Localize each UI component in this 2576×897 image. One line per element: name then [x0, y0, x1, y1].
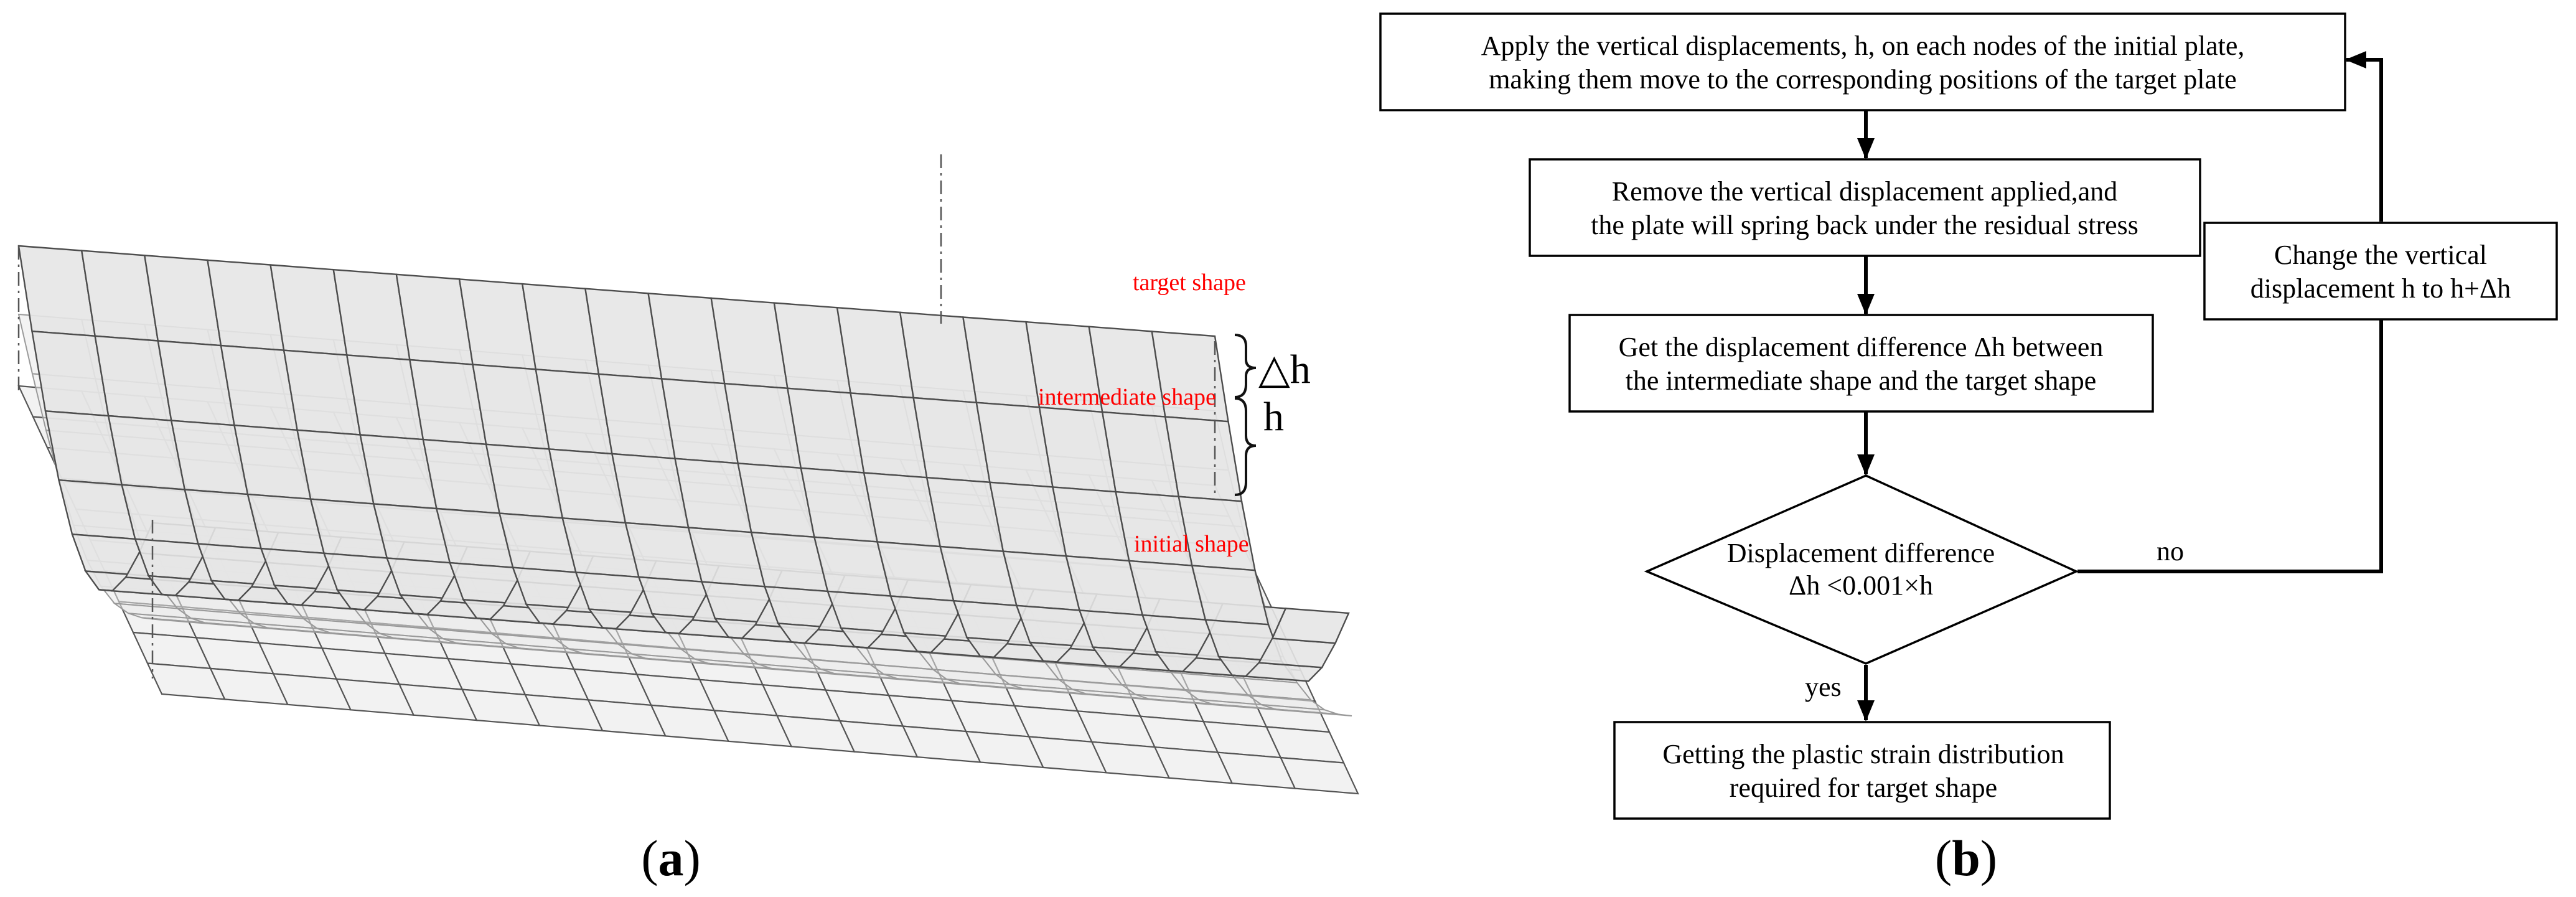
change-text-line-2: displacement h to h+Δh	[2250, 273, 2511, 304]
decision-diamond-frame	[1644, 474, 2079, 665]
result-text-line-2: required for target shape	[1730, 773, 1997, 803]
difference-text-line-1: Get the displacement difference Δh betwe…	[1619, 332, 2104, 362]
result-text-line-1: Getting the plastic strain distribution	[1662, 739, 2064, 769]
mesh-cell	[1271, 608, 1350, 644]
result-box-frame	[1613, 721, 2111, 820]
apply-text-line-2: making them move to the corresponding po…	[1489, 64, 2237, 95]
delta-h-label: △h	[1258, 347, 1311, 392]
h-label: h	[1263, 394, 1284, 439]
mesh-cell	[1280, 756, 1359, 795]
caption-a: (a)	[641, 830, 701, 886]
change-text-line-1: Change the vertical	[2274, 240, 2487, 270]
no-edge-label: no	[2157, 536, 2184, 566]
mesh-cell	[1275, 708, 1352, 716]
mesh-cell	[1164, 416, 1243, 502]
h-brace	[1234, 397, 1257, 496]
remove-box-frame	[1529, 158, 2201, 257]
caption-b: (b)	[1935, 830, 1997, 886]
initial-shape-label: initial shape	[1134, 531, 1249, 557]
remove-text-line-1: Remove the vertical displacement applied…	[1612, 176, 2117, 207]
step-remove-box: Remove the vertical displacement applied…	[1529, 158, 2201, 257]
connectors	[1857, 51, 2390, 721]
remove-text-line-2: the plate will spring back under the res…	[1591, 210, 2138, 240]
arrow-change-to-apply	[2345, 51, 2383, 222]
apply-text-line-1: Apply the vertical displacements, h, on …	[1481, 31, 2245, 61]
difference-box-frame	[1568, 314, 2154, 413]
apply-box-frame	[1379, 12, 2346, 111]
step-result-box: Getting the plastic strain distribution …	[1613, 721, 2111, 820]
delta-h-brace	[1234, 334, 1257, 398]
step-apply-box: Apply the vertical displacements, h, on …	[1379, 12, 2346, 111]
arrow-decision-no-to-change	[2077, 278, 2390, 573]
height-guides	[17, 154, 1216, 679]
intermediate-shape-label: intermediate shape	[1038, 384, 1216, 410]
step-change-box: Change the vertical displacement h to h+…	[2203, 222, 2558, 321]
decision-text-line-1: Displacement difference	[1727, 538, 1995, 568]
decision-text-line-2: Δh <0.001×h	[1789, 570, 1933, 601]
change-box-frame	[2203, 222, 2558, 321]
difference-text-line-2: the intermediate shape and the target sh…	[1626, 365, 2097, 396]
decision-diamond: Displacement difference Δh <0.001×h	[1644, 474, 2079, 665]
target-shape-label: target shape	[1133, 270, 1246, 296]
step-difference-box: Get the displacement difference Δh betwe…	[1568, 314, 2154, 413]
panel-b: Apply the vertical displacements, h, on …	[1379, 12, 2558, 886]
yes-edge-label: yes	[1805, 672, 1842, 702]
panel-a: △h h target shape intermediate shape ini…	[17, 154, 1359, 886]
dimension-braces	[1234, 334, 1257, 496]
target-plate-mesh	[17, 245, 1350, 682]
